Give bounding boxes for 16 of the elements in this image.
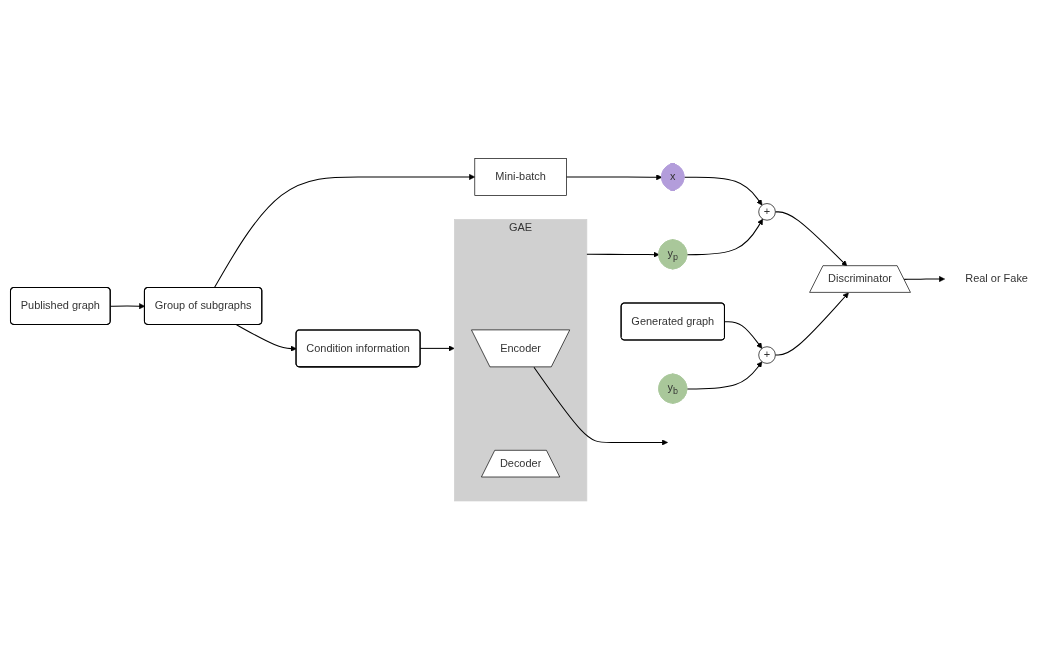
arrow xyxy=(683,176,763,206)
arrow xyxy=(686,218,764,255)
arrow xyxy=(903,275,945,282)
arrow xyxy=(533,366,668,446)
node-circle: + xyxy=(758,202,776,221)
arrow xyxy=(213,173,476,289)
node-circle: + xyxy=(758,346,776,364)
arrow xyxy=(686,361,763,390)
arrow xyxy=(565,174,663,181)
arrow xyxy=(774,211,848,267)
node-text: Real or Fake xyxy=(965,272,1028,285)
node-box: Mini-batch xyxy=(474,157,567,196)
arrow xyxy=(235,324,297,352)
arrow xyxy=(774,292,849,356)
arrow xyxy=(586,251,660,258)
arrow xyxy=(724,321,763,349)
